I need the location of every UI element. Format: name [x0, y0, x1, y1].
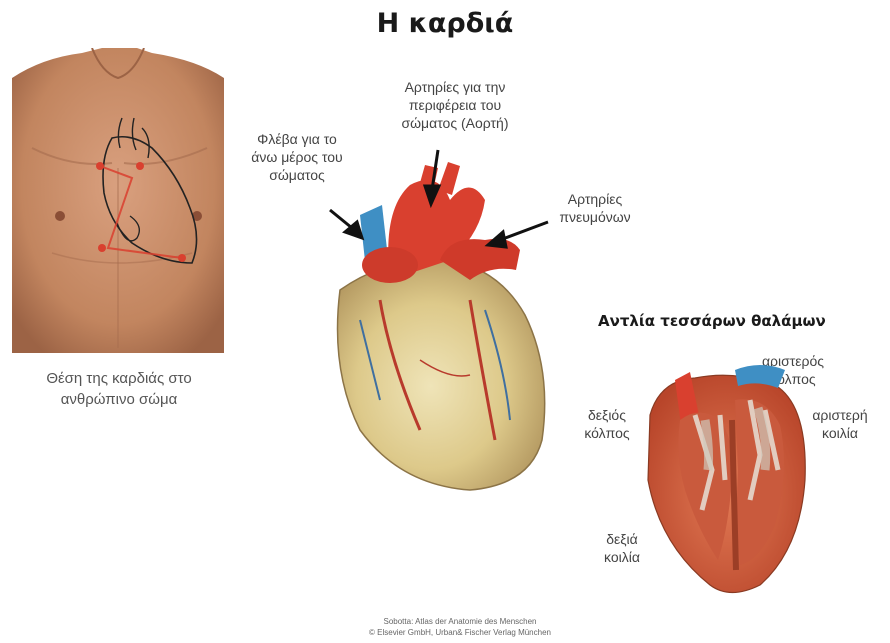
image-credit: Sobotta: Atlas der Anatomie des Menschen… [320, 616, 600, 638]
heart-section-illustration [640, 360, 815, 600]
pump-title: Αντλία τεσσάρων θαλάμων [598, 312, 826, 330]
right-atrium-label: δεξιός κόλπος [572, 406, 642, 442]
